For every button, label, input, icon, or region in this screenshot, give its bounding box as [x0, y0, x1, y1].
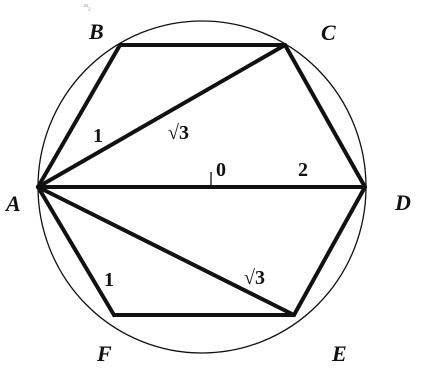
vertex-label-b: B — [88, 19, 104, 44]
length-label-ac: √3 — [168, 122, 189, 144]
length-label-af: 1 — [104, 269, 114, 291]
center-label: 0 — [216, 159, 226, 181]
vertex-label-d: D — [394, 190, 411, 215]
side-ab — [36, 43, 122, 189]
length-label-ab: 1 — [93, 125, 103, 147]
side-cd — [283, 43, 367, 189]
diagonal-ae — [36, 185, 296, 317]
side-fa — [36, 185, 116, 317]
vertex-label-e: E — [331, 341, 347, 366]
scan-mark: ᵐ₂ — [84, 2, 91, 11]
vertex-label-f: F — [96, 341, 112, 366]
length-label-od: 2 — [298, 159, 308, 181]
diagonal-ac — [36, 43, 287, 189]
side-de — [292, 185, 367, 317]
vertex-label-a: A — [4, 191, 21, 216]
vertex-label-c: C — [321, 20, 336, 45]
length-label-ae: √3 — [244, 267, 265, 289]
